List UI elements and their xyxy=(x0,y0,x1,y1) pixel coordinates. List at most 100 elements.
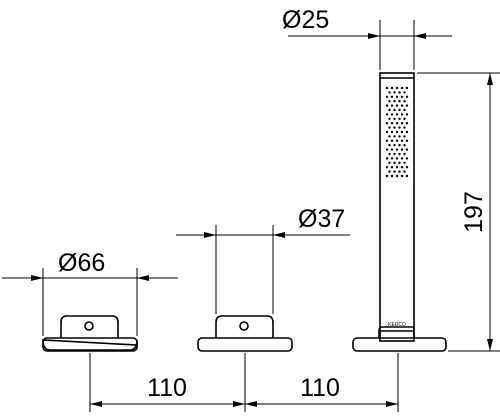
valve-body xyxy=(197,315,293,352)
nozzle-dot xyxy=(405,130,409,134)
nozzle-dot xyxy=(385,122,389,125)
dimension-spacing: 110 110 xyxy=(89,353,399,412)
nozzle-dot xyxy=(385,174,389,178)
nozzle-dot xyxy=(388,91,391,94)
nozzle-dot xyxy=(398,135,401,138)
nozzle-dot xyxy=(385,95,389,99)
nozzle-dot xyxy=(388,100,391,103)
nozzle-dot xyxy=(390,122,394,125)
svg-text:Ø66: Ø66 xyxy=(58,249,105,277)
nozzle-dot xyxy=(405,157,409,160)
nozzle-dot xyxy=(400,95,404,99)
nozzle-dot xyxy=(403,152,406,156)
nozzle-dot xyxy=(400,148,404,151)
nozzle-dot xyxy=(405,166,409,169)
nozzle-dot xyxy=(390,157,394,160)
nozzle-dot xyxy=(393,100,396,103)
nozzle-dot xyxy=(400,139,404,142)
nozzle-dot xyxy=(403,170,406,173)
nozzle-dot xyxy=(385,166,389,169)
nozzle-dot xyxy=(400,130,404,134)
nozzle-dot xyxy=(390,95,394,99)
nozzle-dot xyxy=(400,113,404,116)
nozzle-dot xyxy=(403,117,406,121)
nozzle-dot xyxy=(388,108,391,112)
brand-logo: KEUCO xyxy=(388,322,406,328)
nozzle-dot xyxy=(393,108,396,112)
nozzle-dot xyxy=(400,122,404,125)
nozzle-dot xyxy=(388,117,391,121)
nozzle-dot xyxy=(388,152,391,156)
nozzle-dot xyxy=(393,117,396,121)
nozzle-dot xyxy=(405,148,409,151)
nozzle-dot xyxy=(390,104,394,107)
nozzle-dot xyxy=(398,144,401,147)
nozzle-dot xyxy=(395,86,399,90)
nozzle-dot xyxy=(385,104,389,107)
nozzle-dot xyxy=(398,170,401,173)
nozzle-dot xyxy=(395,174,399,178)
nozzle-dot xyxy=(395,166,399,169)
nozzle-dot xyxy=(385,157,389,160)
nozzle-dot xyxy=(393,144,396,147)
nozzle-dot xyxy=(395,130,399,134)
nozzle-dot xyxy=(398,117,401,121)
nozzle-dot xyxy=(393,152,396,156)
nozzle-dot xyxy=(395,122,399,125)
nozzle-dot xyxy=(405,104,409,107)
nozzle-dot xyxy=(403,100,406,103)
nozzle-dot xyxy=(388,135,391,138)
nozzle-dot xyxy=(398,161,401,164)
nozzle-dot xyxy=(385,139,389,142)
handle-body xyxy=(42,315,138,352)
nozzle-dot xyxy=(405,174,409,178)
nozzle-dot xyxy=(395,157,399,160)
nozzle-dot xyxy=(405,113,409,116)
dimension-handle-diameter: Ø66 xyxy=(2,249,178,336)
nozzle-dot xyxy=(385,148,389,151)
nozzle-dot xyxy=(398,100,401,103)
nozzle-dot xyxy=(393,135,396,138)
nozzle-dot xyxy=(390,148,394,151)
hand-shower-body xyxy=(352,72,447,352)
nozzle-dot xyxy=(388,126,391,129)
nozzle-dot xyxy=(403,161,406,164)
svg-text:197: 197 xyxy=(460,191,488,233)
nozzle-dot xyxy=(395,139,399,142)
nozzle-dot xyxy=(398,108,401,112)
nozzle-dot xyxy=(390,86,394,90)
nozzle-dot xyxy=(390,166,394,169)
nozzle-dot xyxy=(403,91,406,94)
nozzle-dot xyxy=(390,130,394,134)
nozzle-dot xyxy=(388,144,391,147)
nozzle-dot xyxy=(403,135,406,138)
nozzle-dot xyxy=(393,91,396,94)
nozzle-dot xyxy=(403,126,406,129)
svg-text:Ø37: Ø37 xyxy=(298,205,345,233)
nozzle-dot xyxy=(385,130,389,134)
nozzle-dot xyxy=(388,170,391,173)
nozzle-dot xyxy=(400,104,404,107)
nozzle-dot xyxy=(385,113,389,116)
nozzle-dot xyxy=(395,104,399,107)
dimension-spout-diameter: Ø37 xyxy=(176,205,350,314)
nozzle-dot xyxy=(403,144,406,147)
dimension-hand-shower-height: 197 xyxy=(417,72,500,352)
nozzle-dot xyxy=(405,86,409,90)
nozzle-dot xyxy=(398,91,401,94)
nozzle-dot xyxy=(395,113,399,116)
nozzle-dot xyxy=(390,113,394,116)
nozzle-dot xyxy=(400,166,404,169)
svg-text:KEUCO: KEUCO xyxy=(388,322,406,328)
nozzle-dot xyxy=(405,139,409,142)
spacing-left-label: 110 xyxy=(147,374,187,402)
nozzle-dot xyxy=(400,174,404,178)
nozzle-dot xyxy=(405,122,409,125)
nozzle-dot xyxy=(400,157,404,160)
shower-nozzle-dots xyxy=(385,86,409,178)
nozzle-dot xyxy=(400,86,404,90)
nozzle-dot xyxy=(403,108,406,112)
nozzle-dot xyxy=(393,170,396,173)
nozzle-dot xyxy=(390,174,394,178)
